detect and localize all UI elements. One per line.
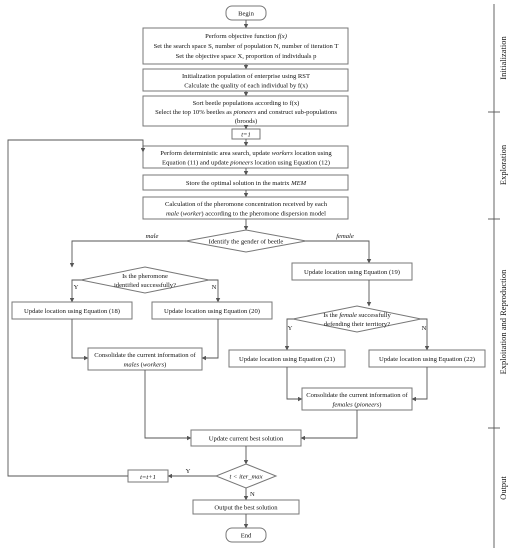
init-setup-line3: Set the objective space X, proportion of…	[176, 53, 318, 60]
arrow-gender-female	[306, 240, 372, 264]
arrow-gender-male	[69, 240, 186, 268]
consolidate-males-line2: males (workers)	[124, 362, 167, 369]
arrow-pher-no	[209, 279, 221, 303]
arrow-cons-females-best	[300, 410, 358, 441]
sort-line3: (broods)	[235, 118, 257, 125]
gender-decision	[185, 229, 307, 253]
male-branch-label: male	[146, 233, 159, 240]
exploration-line2: Equation (11) and update pioneers locati…	[162, 160, 330, 167]
exploration-box	[142, 145, 349, 169]
pheromone-box	[142, 196, 349, 220]
consolidate-males-line1: Consolidate the current information of	[94, 352, 196, 359]
end-label: End	[241, 533, 252, 540]
update-best-label: Update current best solution	[209, 436, 284, 443]
sort-line1: Sort beetle populations according to f(x…	[193, 100, 300, 107]
t-init-label: t=1	[241, 132, 251, 139]
arrow-eq22-cons	[411, 367, 428, 402]
equation-20-label: Update location using Equation (20)	[164, 308, 260, 315]
pheromone-yes-label: Y	[74, 284, 79, 291]
init-setup-line1: Perform objective function f(x)	[205, 33, 287, 40]
stage-initialization: Initialization	[498, 36, 508, 80]
stage-bar: Initialization Exploration Exploitation …	[488, 4, 508, 548]
pheromone-line2: male (worker) according to the pheromone…	[166, 211, 326, 218]
equation-19-box	[291, 262, 413, 281]
store-mem-label: Store the optimal solution in the matrix…	[186, 180, 307, 187]
end-node	[225, 527, 267, 543]
init-setup-line2: Set the search space S, number of popula…	[154, 43, 339, 50]
pheromone-question-line2: identified successfully?	[114, 282, 176, 289]
iteration-no-label: N	[250, 491, 255, 498]
exploration-line1: Perform deterministic area search, updat…	[160, 150, 332, 157]
arrow-female-yes	[284, 318, 293, 351]
store-mem-box	[142, 174, 349, 191]
stage-exploration: Exploration	[498, 144, 508, 185]
stage-output: Output	[498, 476, 508, 500]
stage-exploitation: Exploitation and Reproduction	[498, 269, 508, 375]
consolidate-females-line2: females (pioneers)	[333, 402, 382, 409]
arrow-eq21-cons	[286, 367, 303, 402]
arrow-female-no	[421, 318, 430, 351]
begin-label: Begin	[238, 11, 254, 18]
female-yes-label: Y	[288, 325, 293, 332]
female-question-line1: Is the female successfully	[323, 312, 391, 319]
female-no-label: N	[422, 325, 427, 332]
equation-18-label: Update location using Equation (18)	[24, 308, 120, 315]
arrow-loop-back	[7, 139, 146, 477]
gender-label: Identify the gender of beetle	[209, 239, 284, 246]
arrow-cons-males-best	[144, 370, 192, 441]
init-population-box	[142, 68, 349, 92]
iteration-condition: t < iter_max	[229, 474, 262, 481]
pheromone-line1: Calculation of the pheromone concentrati…	[165, 201, 328, 208]
female-question-line2: defending their territory?	[324, 321, 390, 328]
pheromone-identified-decision	[80, 266, 210, 294]
consolidate-females-line1: Consolidate the current information of	[306, 392, 408, 399]
arrow-pher-yes	[69, 279, 81, 303]
arrow-eq18-cons	[71, 319, 89, 361]
equation-21-label: Update location using Equation (21)	[239, 356, 335, 363]
pheromone-question-line1: Is the pheromone	[122, 273, 168, 280]
init-setup-box	[142, 27, 349, 65]
female-defending-decision	[292, 305, 422, 333]
equation-22-label: Update location using Equation (22)	[379, 356, 475, 363]
init-population-line2: Calculate the quality of each individual…	[184, 83, 308, 90]
arrow-eq20-cons	[201, 319, 219, 361]
pheromone-no-label: N	[212, 284, 217, 291]
output-label: Output the best solution	[214, 505, 278, 512]
equation-20-box	[151, 301, 273, 320]
female-branch-label: female	[336, 233, 354, 240]
sort-line2: Select the top 10% beetles as pioneers a…	[155, 109, 337, 116]
equation-19-label: Update location using Equation (19)	[304, 269, 400, 276]
iteration-yes-label: Y	[186, 468, 191, 475]
init-population-line1: Initialization population of enterprise …	[182, 73, 310, 80]
t-increment-label: t=t+1	[140, 474, 156, 481]
